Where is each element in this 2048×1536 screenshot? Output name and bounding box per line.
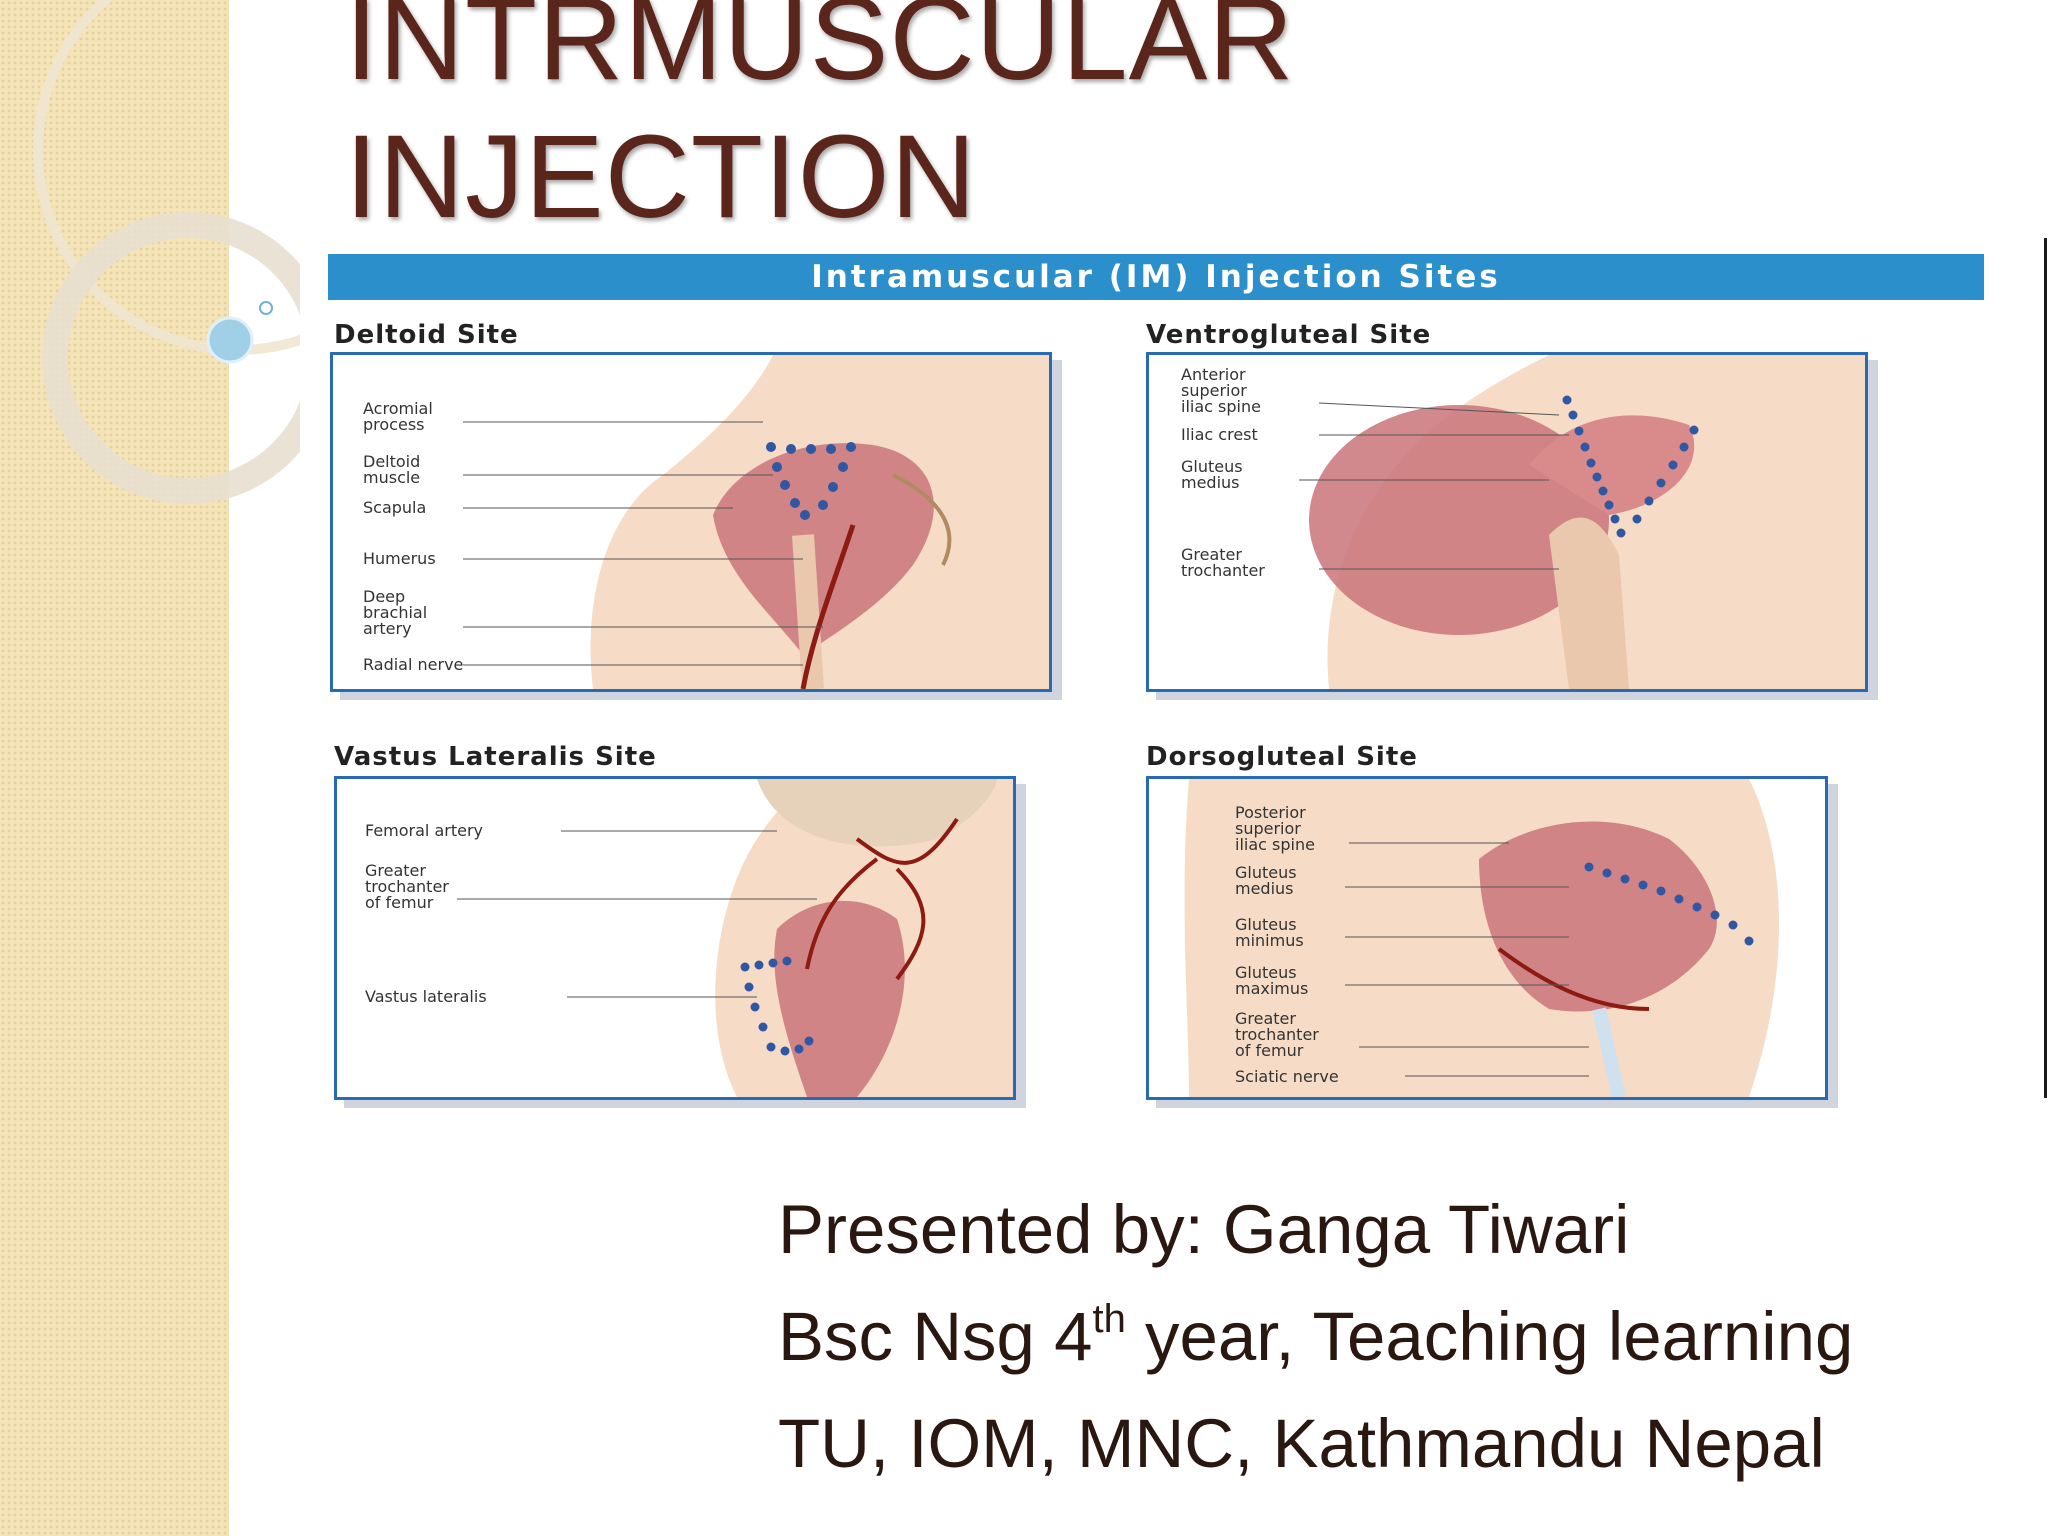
- deltoid-illustration: [463, 355, 1049, 689]
- vastus-lateralis-site-title: Vastus Lateralis Site: [334, 742, 657, 772]
- label-gluteus-medius: Gluteus medius: [1235, 863, 1297, 898]
- label-sciatic-nerve: Sciatic nerve: [1235, 1067, 1339, 1086]
- label-greater-trochanter-of-femur: Greater trochanter of femur: [365, 861, 449, 912]
- dorsogluteal-site-title: Dorsogluteal Site: [1146, 742, 1418, 772]
- presenter-info: Presented by: Ganga Tiwari Bsc Nsg 4th y…: [778, 1176, 2028, 1497]
- label-greater-trochanter: Greater trochanter: [1181, 545, 1265, 580]
- ventrogluteal-site-panel: Anterior superior iliac spine Iliac cres…: [1146, 352, 1868, 692]
- vastus-lateralis-illustration: [457, 779, 1013, 1097]
- label-gluteus-medius: Gluteus medius: [1181, 457, 1243, 492]
- deltoid-site-title: Deltoid Site: [334, 320, 519, 350]
- title-line-1: INTRMUSCULAR: [345, 0, 1295, 105]
- course-suffix: year, Teaching learning: [1125, 1298, 1854, 1375]
- figure-banner: Intramuscular (IM) Injection Sites: [328, 254, 1984, 300]
- label-gluteus-minimus: Gluteus minimus: [1235, 915, 1304, 950]
- figure-edge-line: [2044, 238, 2047, 1098]
- dorsogluteal-site-panel: Posterior superior iliac spine Gluteus m…: [1146, 776, 1828, 1100]
- label-deep-brachial-artery: Deep brachial artery: [363, 587, 428, 638]
- ventrogluteal-illustration: [1299, 355, 1865, 689]
- course-prefix: Bsc Nsg 4: [778, 1298, 1093, 1375]
- presenter-name: Presented by: Ganga Tiwari: [778, 1191, 1630, 1268]
- label-gluteus-maximus: Gluteus maximus: [1235, 963, 1309, 998]
- label-femoral-artery: Femoral artery: [365, 821, 484, 840]
- title-line-2: INJECTION: [345, 111, 977, 243]
- label-vastus-lateralis: Vastus lateralis: [365, 987, 487, 1006]
- label-radial-nerve: Radial nerve: [363, 655, 464, 674]
- injection-sites-figure: Intramuscular (IM) Injection Sites Delto…: [328, 238, 2048, 1120]
- label-greater-trochanter-of-femur: Greater trochanter of femur: [1235, 1009, 1319, 1060]
- dorsogluteal-illustration: [1184, 779, 1779, 1097]
- label-scapula: Scapula: [363, 498, 427, 517]
- decorative-circles: [33, 0, 300, 504]
- course-ordinal-suffix: th: [1092, 1297, 1126, 1341]
- label-acromial-process: Acromial process: [363, 399, 433, 434]
- vastus-lateralis-site-panel: Femoral artery Greater trochanter of fem…: [334, 776, 1016, 1100]
- label-posterior-superior-iliac-spine: Posterior superior iliac spine: [1235, 803, 1315, 854]
- presenter-institution: TU, IOM, MNC, Kathmandu Nepal: [778, 1405, 1825, 1482]
- slide-title: INTRMUSCULAR INJECTION: [345, 0, 1845, 246]
- label-deltoid-muscle: Deltoid muscle: [363, 452, 421, 487]
- label-iliac-crest: Iliac crest: [1181, 425, 1258, 444]
- label-humerus: Humerus: [363, 549, 436, 568]
- label-anterior-superior-iliac-spine: Anterior superior iliac spine: [1181, 365, 1261, 416]
- deltoid-site-panel: Acromial process Deltoid muscle Scapula …: [330, 352, 1052, 692]
- ventrogluteal-site-title: Ventrogluteal Site: [1146, 320, 1432, 350]
- presenter-course: Bsc Nsg 4th year, Teaching learning: [778, 1283, 2028, 1390]
